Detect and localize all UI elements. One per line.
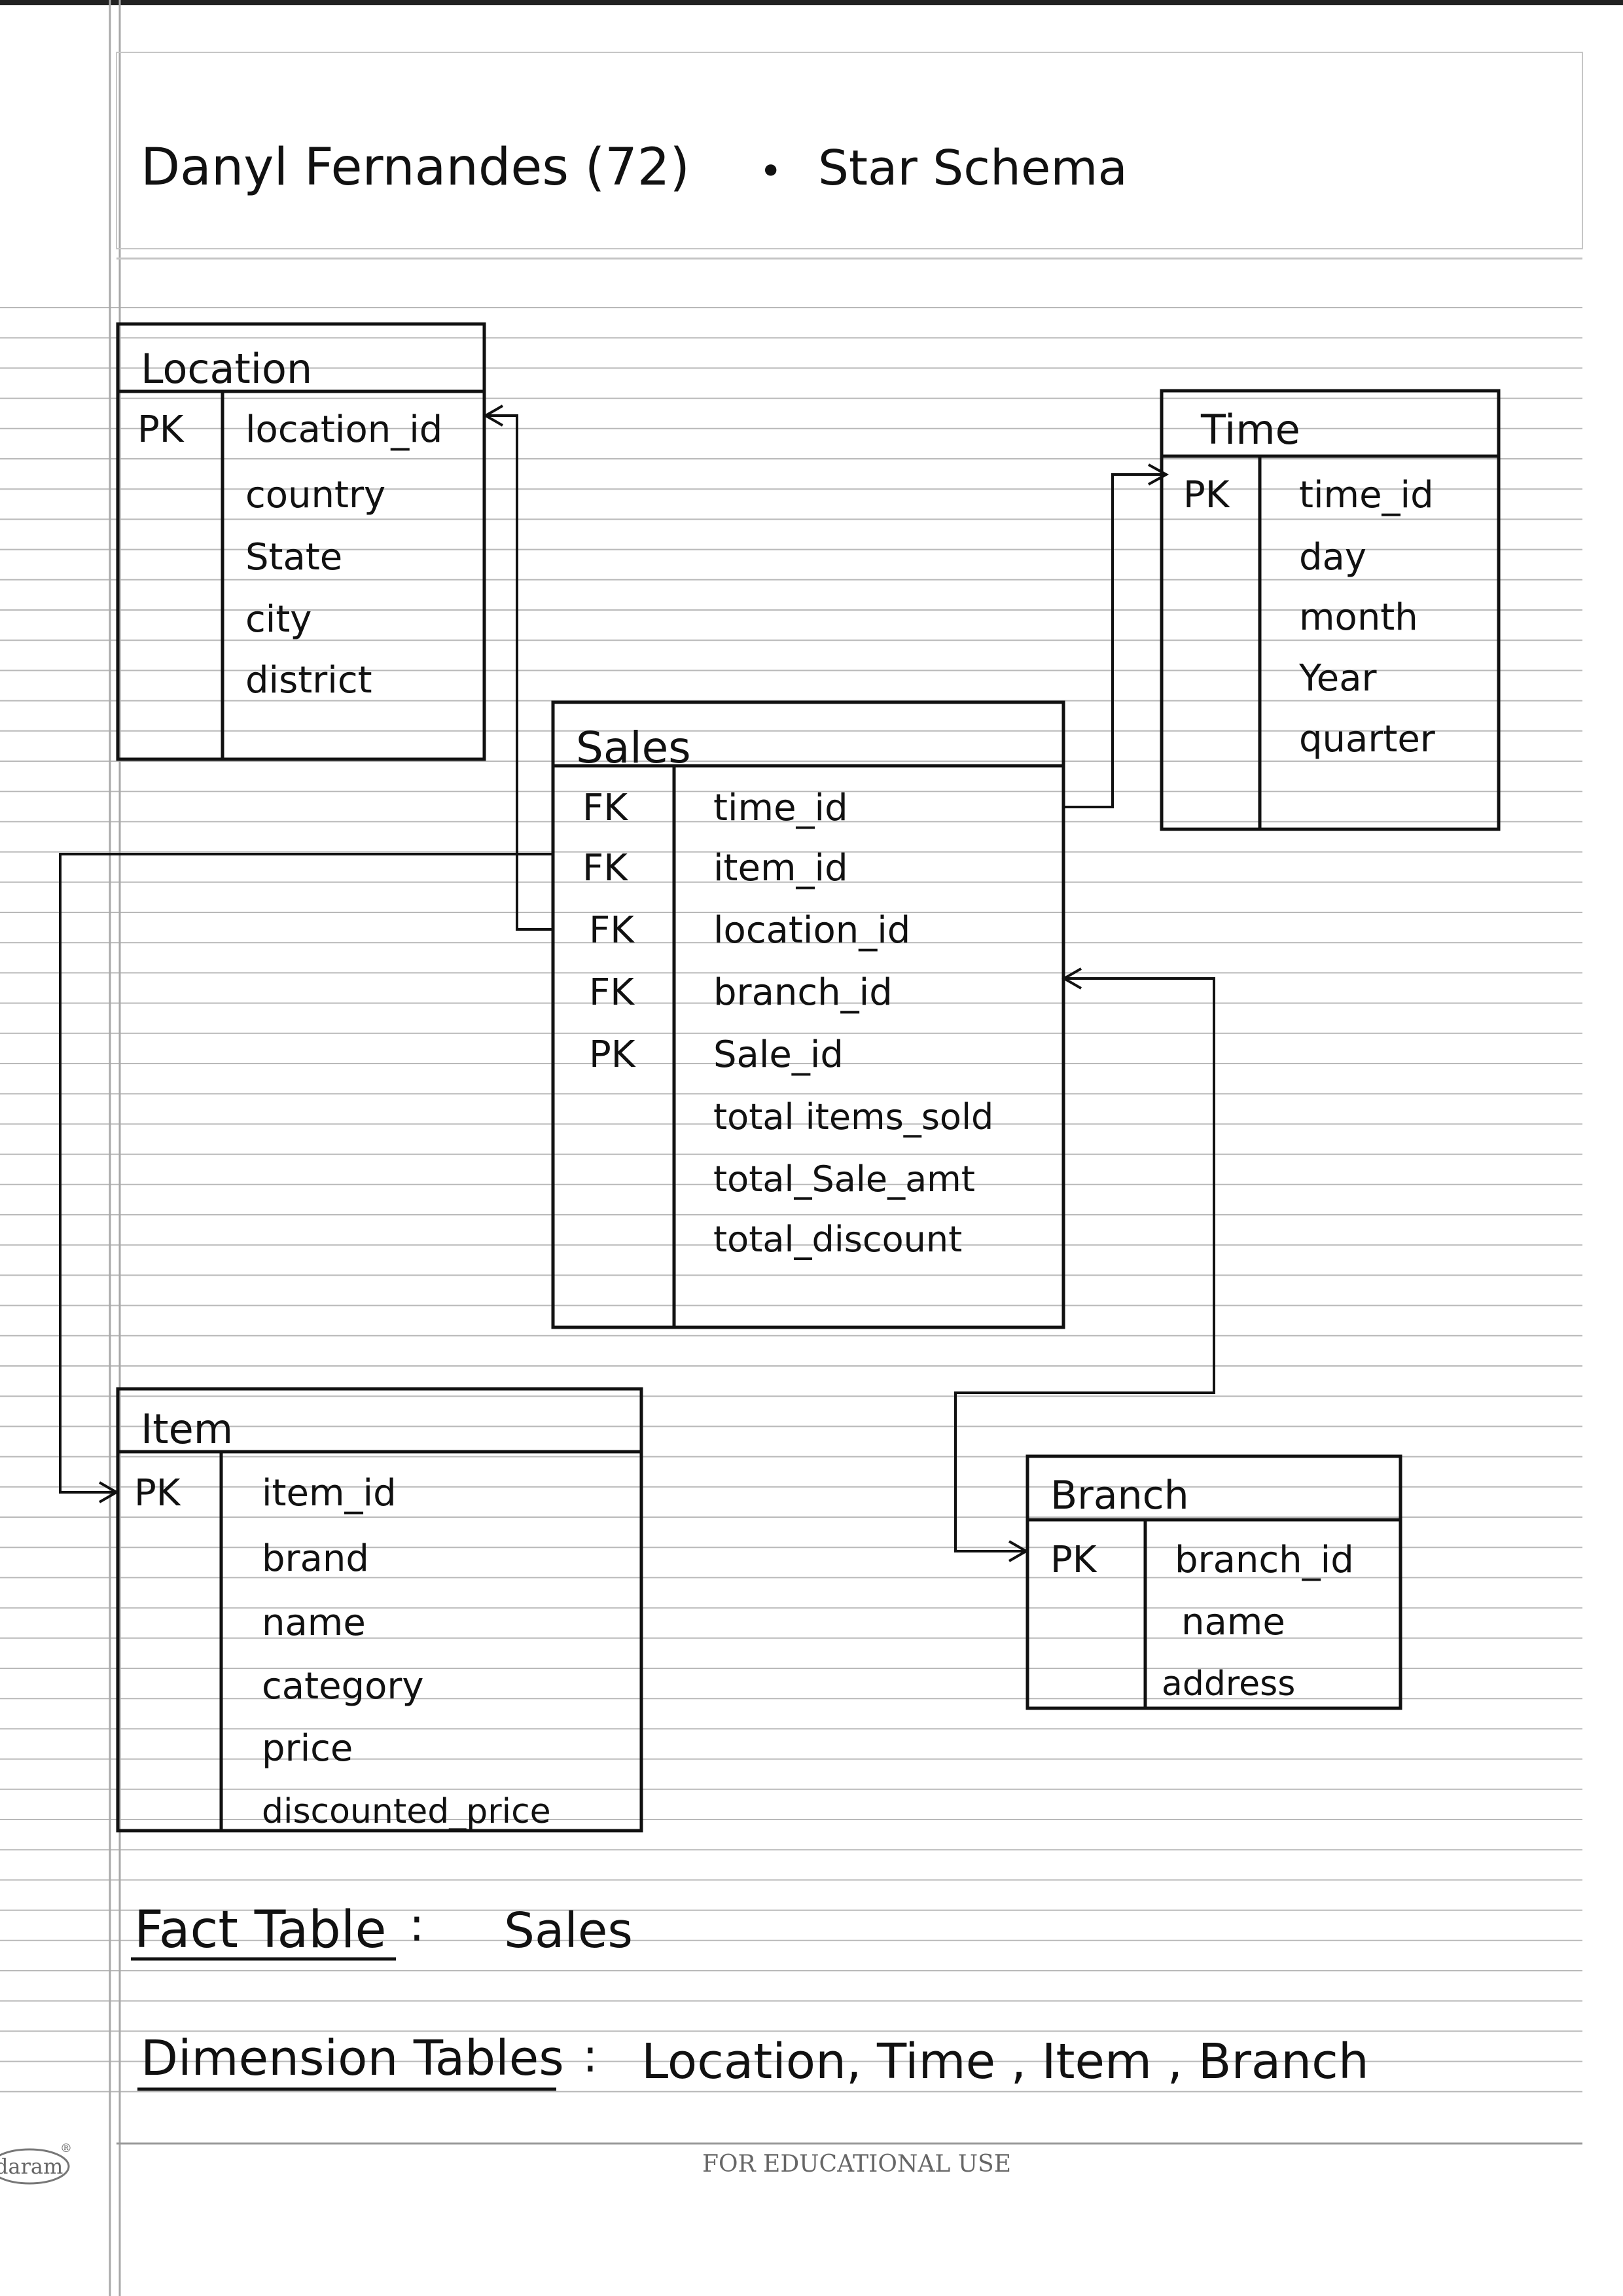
arrowhead-sales-branch	[1061, 967, 1082, 990]
time-table-border	[1160, 389, 1501, 831]
item-field-category: category	[262, 1665, 424, 1708]
sales-table-border	[551, 700, 1065, 1329]
sales-field-total-items-sold: total items_sold	[713, 1096, 993, 1138]
time-field-year: Year	[1298, 657, 1378, 700]
location-field-district: district	[245, 659, 372, 702]
header-block	[116, 52, 1583, 249]
location-field-country: country	[245, 474, 385, 516]
brand-logo-text: daram	[0, 2154, 63, 2179]
time-key-pk: PK	[1183, 474, 1230, 516]
dimension-tables-colon: :	[582, 2029, 598, 2083]
brand-registered-mark: ®	[60, 2142, 72, 2155]
dimension-tables-value: Location, Time , Item , Branch	[641, 2034, 1369, 2090]
dimension-tables-label: Dimension Tables	[141, 2030, 564, 2087]
branch-table: Branch PK branch_id name address	[1026, 1454, 1402, 1710]
branch-table-title: Branch	[1050, 1473, 1189, 1518]
sales-table-title: Sales	[576, 723, 691, 773]
sales-table: Sales FK time_id FK item_id FK location_…	[551, 700, 1065, 1329]
connector-sales-branch	[954, 977, 1215, 1552]
item-field-name: name	[262, 1602, 366, 1644]
location-field-location-id: location_id	[245, 408, 442, 451]
sales-key-fk-item: FK	[582, 847, 628, 889]
item-field-price: price	[262, 1727, 353, 1770]
sales-key-fk-branch: FK	[589, 971, 635, 1014]
sales-field-location-id: location_id	[713, 909, 910, 952]
arrowhead-location	[482, 404, 503, 427]
connector-sales-location	[486, 414, 553, 931]
item-field-item-id: item_id	[262, 1472, 397, 1515]
time-table-title: Time	[1200, 406, 1300, 454]
diagram-title: Star Schema	[818, 140, 1128, 196]
time-field-time-id: time_id	[1299, 474, 1434, 516]
branch-field-name: name	[1181, 1601, 1285, 1643]
connector-sales-item	[59, 853, 553, 1494]
time-field-month: month	[1299, 596, 1418, 639]
arrowhead-item	[99, 1481, 120, 1503]
time-field-quarter: quarter	[1299, 718, 1436, 761]
time-table: Time PK time_id day month Year quarter	[1160, 389, 1501, 831]
fact-table-label: Fact Table	[134, 1901, 386, 1960]
author-label: Danyl Fernandes (72)	[141, 138, 690, 197]
sales-field-branch-id: branch_id	[713, 971, 893, 1014]
sales-field-item-id: item_id	[713, 847, 848, 889]
item-key-pk: PK	[134, 1472, 181, 1515]
sales-key-fk-location: FK	[589, 909, 635, 952]
title-bullet: •	[759, 149, 782, 194]
arrowhead-time	[1148, 463, 1169, 486]
branch-field-address: address	[1162, 1664, 1295, 1704]
fact-table-value: Sales	[504, 1903, 633, 1959]
branch-field-branch-id: branch_id	[1175, 1539, 1354, 1581]
location-field-city: city	[245, 598, 312, 641]
sales-field-total-sale-amt: total_Sale_amt	[713, 1158, 975, 1200]
page-top-edge	[0, 0, 1623, 5]
location-table: Location PK location_id country State ci…	[116, 322, 486, 761]
sales-field-sale-id: Sale_id	[713, 1033, 844, 1076]
time-field-day: day	[1299, 536, 1366, 579]
item-field-brand: brand	[262, 1537, 369, 1580]
item-table-border	[116, 1387, 643, 1833]
branch-key-pk: PK	[1050, 1539, 1097, 1581]
connector-sales-time	[1063, 473, 1165, 808]
brand-logo: daram ®	[0, 2142, 72, 2185]
location-table-title: Location	[141, 345, 312, 393]
item-table: Item PK item_id brand name category pric…	[116, 1387, 643, 1833]
fact-table-colon: :	[409, 1898, 425, 1952]
brand-logo-oval	[0, 2148, 70, 2185]
sales-field-time-id: time_id	[713, 787, 848, 829]
educational-use-notice: FOR EDUCATIONAL USE	[702, 2151, 1011, 2178]
location-field-state: State	[245, 536, 342, 579]
sales-field-total-discount: total_discount	[713, 1219, 962, 1260]
branch-table-border	[1026, 1454, 1402, 1710]
sales-key-pk: PK	[589, 1033, 636, 1076]
relationship-connectors	[59, 404, 1215, 1562]
item-table-title: Item	[141, 1405, 233, 1453]
location-key-pk: PK	[137, 408, 185, 451]
location-table-border	[116, 322, 486, 761]
item-field-discounted-price: discounted_price	[262, 1792, 551, 1831]
arrowhead-branch	[1008, 1540, 1029, 1562]
sales-key-fk-time: FK	[582, 787, 628, 829]
